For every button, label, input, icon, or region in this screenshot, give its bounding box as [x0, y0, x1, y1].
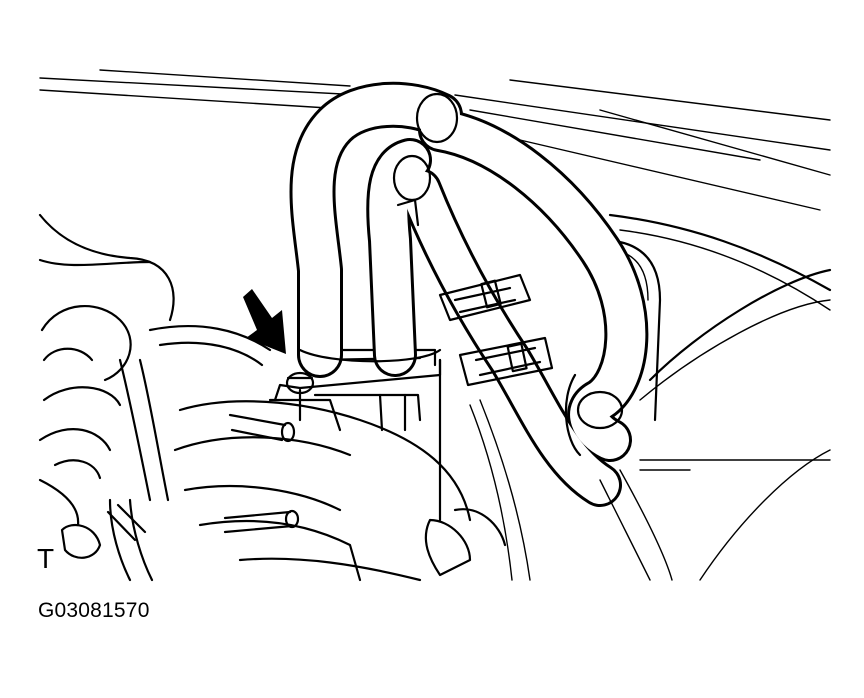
bolt-icon [285, 371, 315, 395]
view-code-label: T [37, 543, 55, 574]
intake-housing [106, 398, 507, 582]
harness-lines [469, 399, 691, 581]
callout-arrow-icon [243, 289, 286, 354]
hose-clamps [438, 273, 554, 387]
figure-id-label: G03081570 [38, 599, 150, 622]
cowl-lines [39, 69, 831, 211]
engine-components-left [38, 213, 272, 582]
